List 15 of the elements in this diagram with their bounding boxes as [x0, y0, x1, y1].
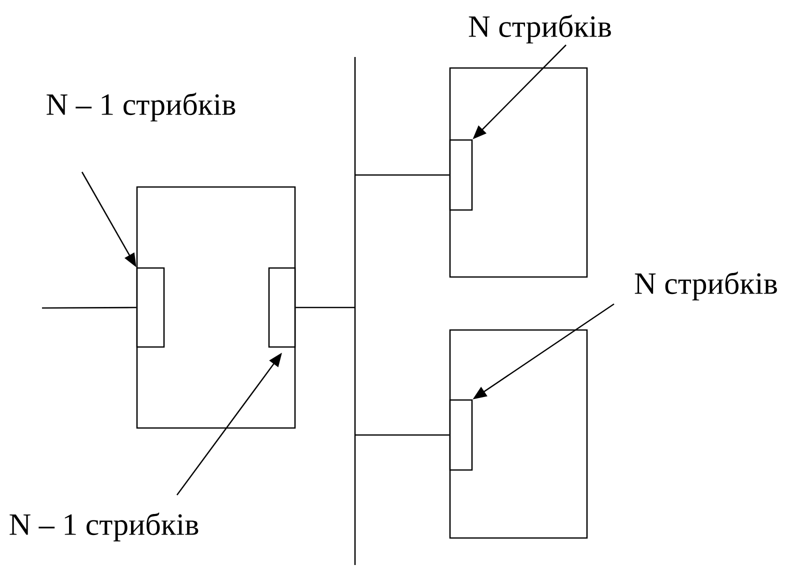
connection-line — [42, 306, 136, 309]
hop-count-label: N стрибків — [468, 14, 611, 44]
device-box — [449, 329, 588, 539]
port-box — [268, 267, 296, 348]
connection-line — [296, 306, 355, 308]
hop-count-label: N – 1 стрибків — [46, 92, 236, 122]
connection-line — [355, 174, 450, 176]
port-box — [449, 139, 473, 211]
device-box — [449, 67, 588, 278]
bus-line — [354, 56, 356, 566]
connection-line — [355, 434, 450, 436]
hop-count-label: N стрибків — [634, 272, 777, 300]
hop-count-label: N – 1 стрибків — [10, 512, 198, 542]
port-box — [136, 267, 165, 348]
port-box — [449, 399, 473, 471]
